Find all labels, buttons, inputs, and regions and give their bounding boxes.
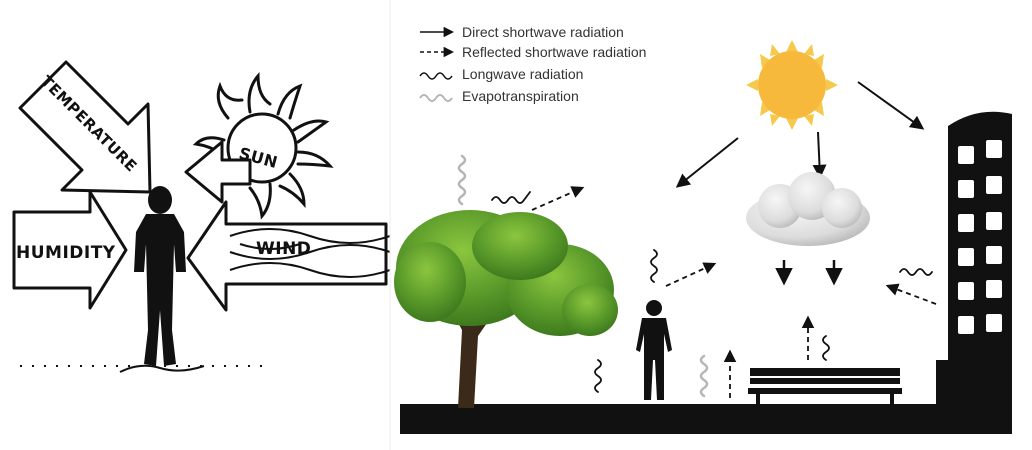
tree-icon	[394, 210, 618, 408]
legend-label: Direct shortwave radiation	[462, 24, 624, 40]
cloud-down-arrows	[784, 260, 834, 282]
legend-item-reflected: Reflected shortwave radiation	[420, 44, 646, 60]
legend-label: Longwave radiation	[462, 66, 583, 82]
humidity-label: HUMIDITY	[16, 243, 116, 263]
ground	[400, 404, 1012, 434]
bench-icon	[748, 368, 902, 406]
humidity-arrow: HUMIDITY	[14, 192, 126, 308]
legend-item-longwave: Longwave radiation	[420, 66, 583, 82]
legend-item-direct: Direct shortwave radiation	[420, 24, 624, 40]
legend-label: Evapotranspiration	[462, 88, 579, 104]
cloud-icon	[746, 172, 870, 246]
legend-label: Reflected shortwave radiation	[462, 44, 646, 60]
temperature-arrow: TEMPERATURE	[20, 62, 150, 192]
wind-arrow: WIND	[188, 202, 390, 310]
left-sketch-panel: TEMPERATURE SUN HUMIDITY	[14, 62, 390, 372]
person-silhouette	[636, 300, 672, 400]
legend-item-evapo: Evapotranspiration	[420, 88, 579, 104]
building-icon	[936, 112, 1012, 410]
sun-icon	[746, 40, 838, 130]
wind-label: WIND	[256, 239, 311, 259]
legend: Direct shortwave radiation Reflected sho…	[420, 24, 646, 104]
right-urban-panel: Direct shortwave radiation Reflected sho…	[394, 24, 1012, 434]
